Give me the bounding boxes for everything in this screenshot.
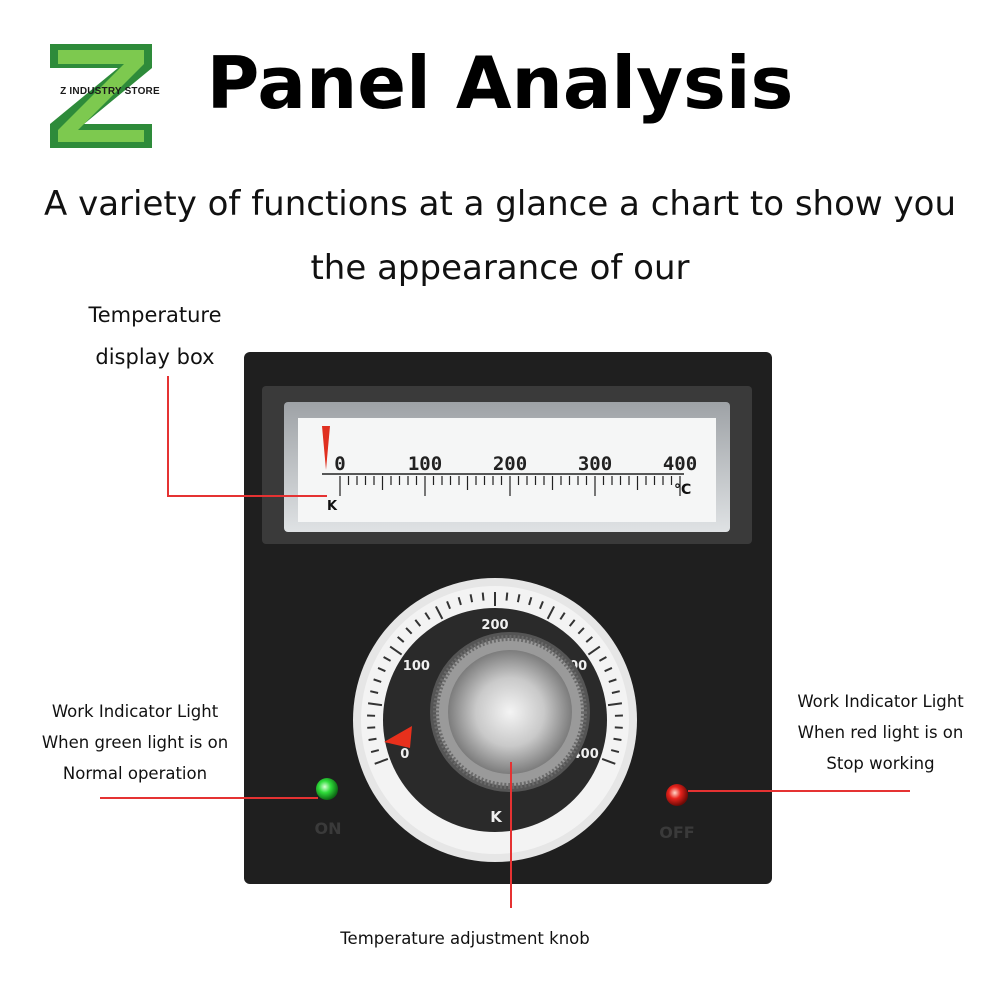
store-name: Z INDUSTRY STORE [60, 86, 160, 97]
green-light-leader [100, 797, 318, 799]
on-label: ON [315, 819, 342, 838]
off-label: OFF [659, 823, 694, 842]
display-scale-label: 300 [578, 453, 612, 475]
display-leader-vertical [167, 376, 169, 497]
dial-scale-label: 100 [403, 659, 430, 674]
z-logo-icon [50, 44, 152, 148]
brand-logo: Z INDUSTRY STORE [40, 38, 170, 156]
dial-pointer [384, 726, 412, 748]
display-unit-label: °C [674, 482, 691, 498]
display-leader-horizontal [167, 495, 327, 497]
display-scale-label: 400 [663, 453, 697, 475]
callout-green-light: Work Indicator Light When green light is… [41, 702, 229, 783]
callout-red-light: Work Indicator Light When red light is o… [797, 692, 964, 773]
dial-sensor-label: K [490, 808, 503, 826]
display-scale-label: 200 [493, 453, 527, 475]
display-scale-label: 0 [334, 453, 345, 475]
callout-knob: Temperature adjustment knob [340, 929, 590, 948]
temperature-display-box: 0 100 200 300 400 K °C [284, 402, 730, 532]
display-sensor-label: K [327, 499, 338, 514]
red-light-leader [688, 790, 910, 792]
red-indicator-light [666, 784, 688, 806]
display-needle [322, 426, 330, 470]
callout-display-box: Temperature display box [88, 303, 222, 369]
page-title: Panel Analysis [206, 41, 794, 125]
temperature-adjustment-knob[interactable] [430, 632, 590, 792]
green-indicator-light [316, 778, 338, 800]
dial-scale-label: 0 [400, 747, 409, 762]
display-scale-label: 100 [408, 453, 442, 475]
page-subtitle: A variety of functions at a glance a cha… [44, 184, 956, 288]
knob-leader [510, 762, 512, 908]
dial-scale-label: 200 [481, 618, 508, 633]
